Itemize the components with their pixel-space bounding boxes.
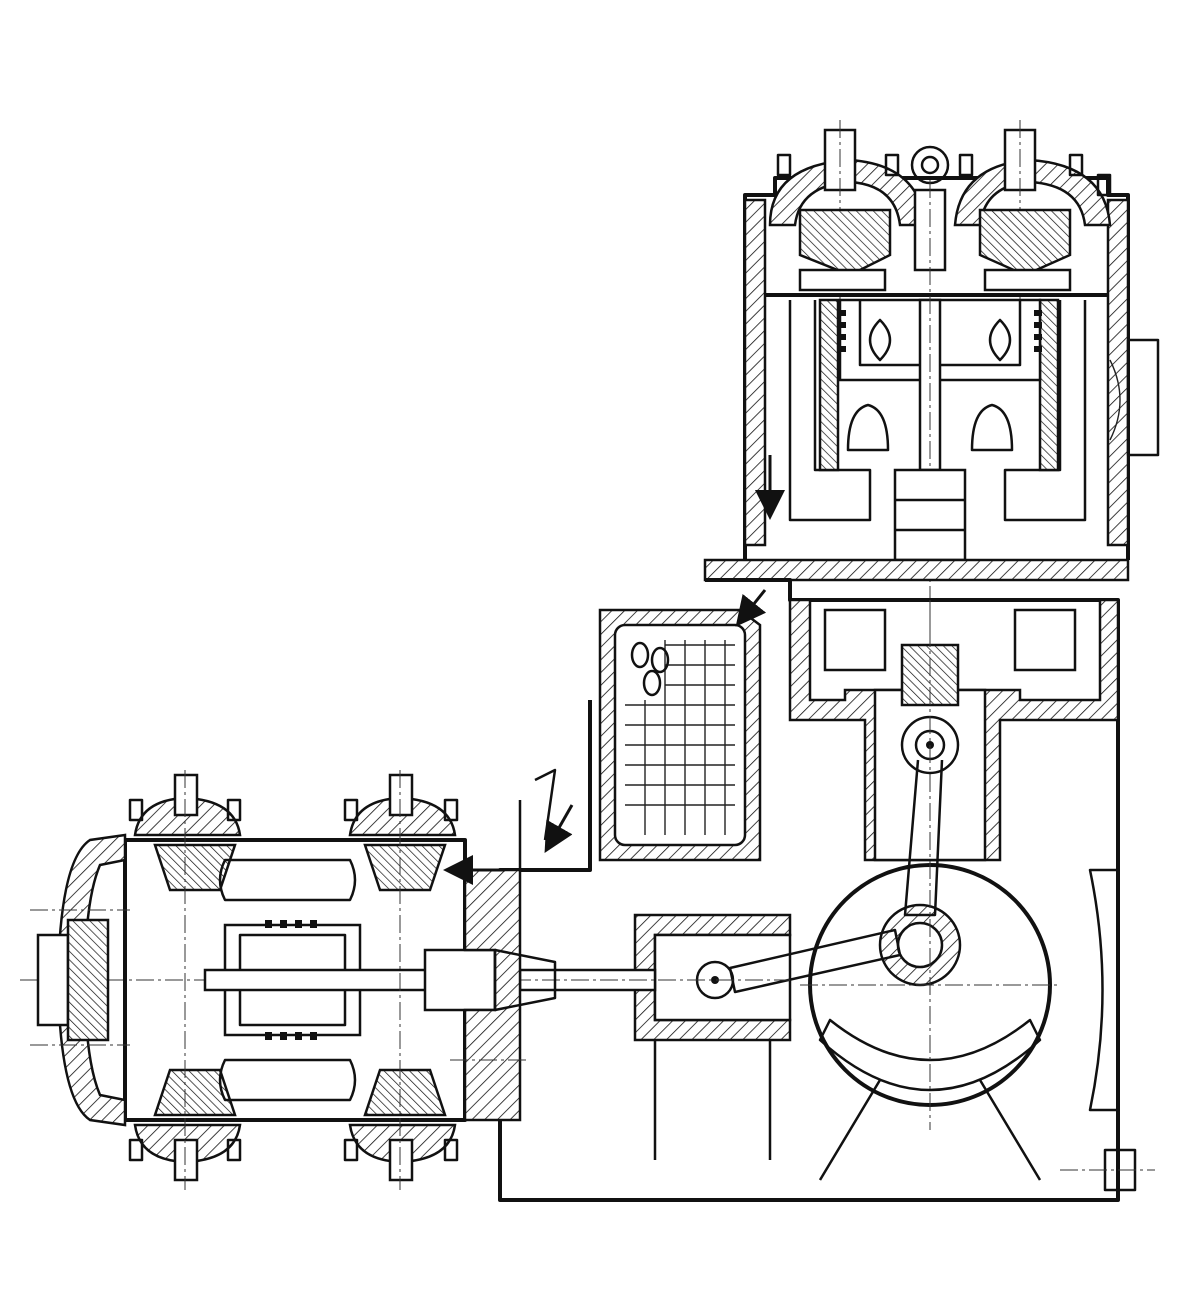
horizontal-connecting-rod (728, 928, 902, 994)
counterweight (818, 1018, 1042, 1092)
flow-arrow-cooler (735, 589, 767, 627)
vertical-connecting-rod (903, 759, 944, 917)
horizontal-crosshead (653, 933, 792, 1022)
flow-arrow-inlet (544, 804, 574, 854)
distance-piece (493, 948, 557, 1012)
rod-gland (893, 468, 967, 562)
stuffing-box (423, 948, 497, 1012)
head-studs (776, 153, 1112, 197)
discharge-pipe (1126, 338, 1160, 457)
cylinder-base-flange (703, 558, 1130, 582)
cylinder-liner-right (1038, 298, 1060, 472)
cylinder-liner (818, 298, 840, 472)
side-cover (1088, 868, 1120, 1112)
end-cover-boss (36, 933, 70, 1027)
horizontal-cylinder-assembly (30, 770, 557, 1190)
crankcase-frame (20, 578, 1155, 1202)
lower-valve-left (846, 403, 890, 452)
intercooler-assembly (518, 589, 767, 870)
vertical-cylinder-assembly (703, 120, 1160, 640)
right-valve-seat (978, 208, 1072, 277)
crankcase-outline (498, 578, 1120, 1202)
vertical-cylinder-left-wall (743, 198, 767, 547)
intercooler-core (613, 623, 747, 847)
lower-valve-right (970, 403, 1014, 452)
piston-rings (838, 310, 1042, 352)
intercooler-tube-grid (625, 640, 735, 835)
vertical-cylinder-right-wall (1106, 198, 1130, 547)
horizontal-piston-rings (265, 920, 317, 1040)
water-jacket-right (1003, 300, 1087, 522)
water-jacket-left (788, 300, 872, 522)
left-valve-seat (798, 208, 892, 277)
horizontal-cylinder-studs (128, 798, 459, 1162)
